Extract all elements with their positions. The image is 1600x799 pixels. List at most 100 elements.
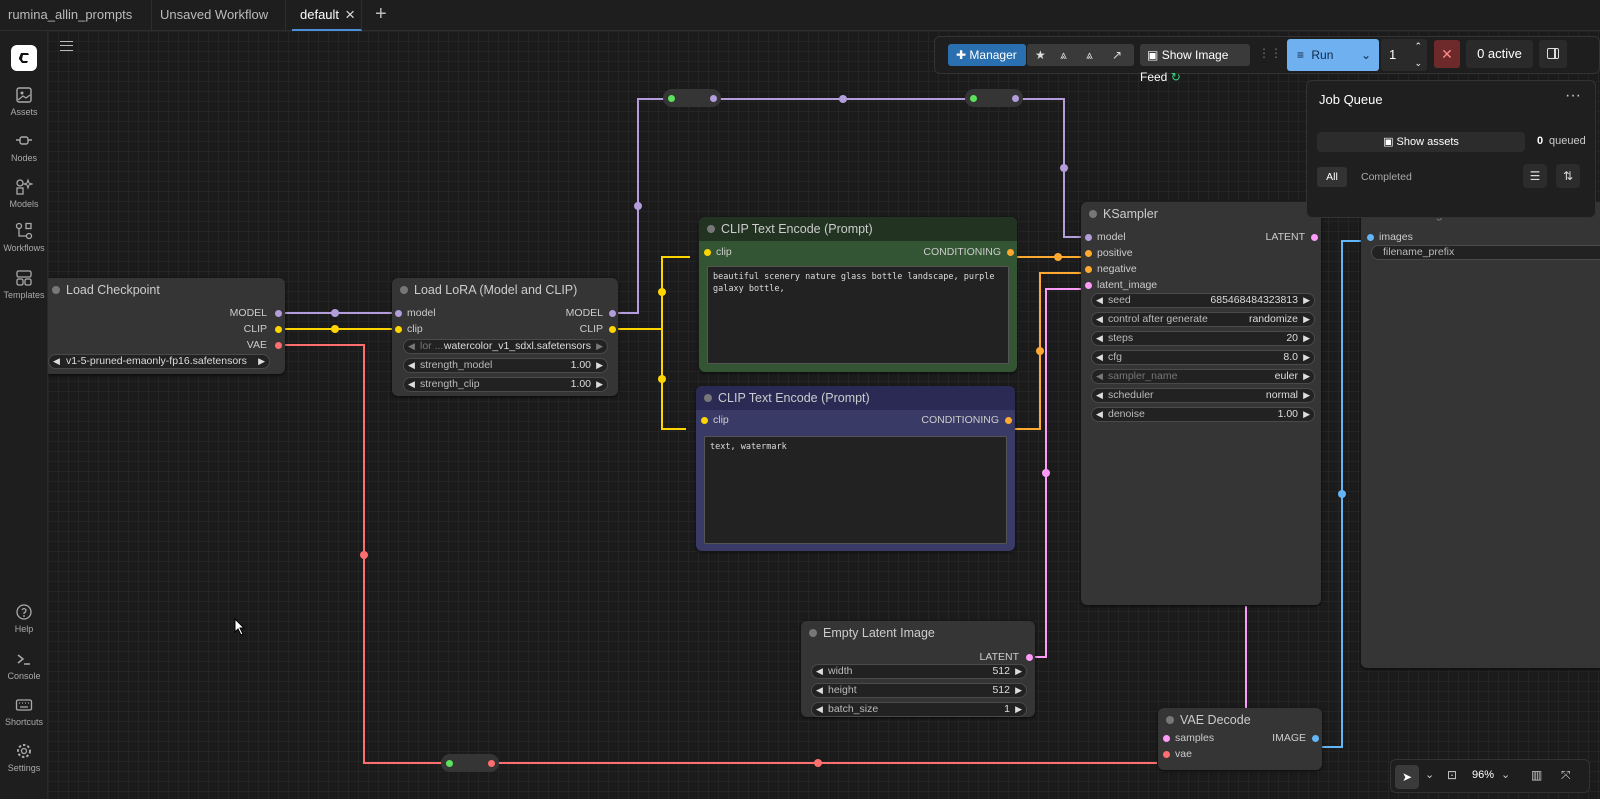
toggle-panel-button[interactable] [1539, 40, 1567, 68]
cancel-run-button[interactable]: ✕ [1434, 40, 1460, 68]
arrow-left-icon[interactable]: ◀ [1096, 371, 1103, 381]
arrow-left-icon[interactable]: ◀ [816, 666, 823, 676]
arrow-right-icon[interactable]: ▶ [1303, 352, 1310, 362]
node-ksampler[interactable]: KSampler model positive negative latent_… [1081, 202, 1321, 605]
output-model-slot[interactable] [275, 310, 282, 317]
arrow-left-icon[interactable]: ◀ [408, 341, 415, 351]
arrow-right-icon[interactable]: ▶ [1015, 685, 1022, 695]
node-load-lora[interactable]: Load LoRA (Model and CLIP) model clip MO… [392, 278, 618, 396]
strength-model-widget[interactable]: ◀ strength_model 1.00 ▶ [403, 358, 608, 373]
input-vae-slot[interactable] [1163, 751, 1170, 758]
chevron-down-icon[interactable]: ⌄ [1360, 48, 1371, 62]
input-samples-slot[interactable] [1163, 735, 1170, 742]
prompt-text-area[interactable]: text, watermark [704, 436, 1007, 544]
node-clip-text-encode-negative[interactable]: CLIP Text Encode (Prompt) clip CONDITION… [696, 386, 1015, 551]
output-conditioning-slot[interactable] [1005, 417, 1012, 424]
arrow-right-icon[interactable]: ▶ [1303, 390, 1310, 400]
node-vae-decode[interactable]: VAE Decode samples vae IMAGE [1158, 708, 1322, 770]
arrow-right-icon[interactable]: ▶ [1303, 333, 1310, 343]
arrow-right-icon[interactable]: ▶ [258, 356, 265, 366]
output-clip-slot[interactable] [275, 326, 282, 333]
sidebar-item-nodes[interactable]: Nodes [0, 132, 48, 163]
show-image-feed-button[interactable]: ▣ Show Image Feed ↻ [1140, 44, 1250, 84]
arrow-left-icon[interactable]: ◀ [1096, 333, 1103, 343]
prompt-text-area[interactable]: beautiful scenery nature glass bottle la… [707, 266, 1009, 364]
sidebar-item-models[interactable]: Models [0, 178, 48, 209]
increment-icon[interactable]: ⌃ [1414, 41, 1422, 51]
hide-links-icon[interactable]: ⤧ [1561, 768, 1571, 782]
canvas-menu-icon[interactable] [60, 41, 73, 51]
comfy-logo[interactable] [0, 45, 48, 71]
tab-unsaved-workflow[interactable]: Unsaved Workflow [152, 0, 286, 31]
arrow-right-icon[interactable]: ▶ [1303, 314, 1310, 324]
ckpt-name-combo[interactable]: ◀ v1-5-pruned-emaonly-fp16.safetensors ▶ [48, 354, 270, 369]
filter-completed-tab[interactable]: Completed [1361, 171, 1412, 183]
arrow-left-icon[interactable]: ◀ [816, 704, 823, 714]
sidebar-item-templates[interactable]: Templates [0, 269, 48, 300]
zoom-level[interactable]: 96% [1472, 769, 1495, 781]
arrow-left-icon[interactable]: ◀ [816, 685, 823, 695]
tab-default[interactable]: default× [292, 0, 362, 31]
close-icon[interactable]: × [345, 5, 355, 24]
reroute-node[interactable] [663, 89, 721, 107]
show-assets-button[interactable]: ▣ Show assets [1317, 132, 1525, 152]
arrow-right-icon[interactable]: ▶ [1015, 704, 1022, 714]
arrow-right-icon[interactable]: ▶ [1015, 666, 1022, 676]
batch-count-input[interactable]: 1 ⌃ ⌄ [1381, 39, 1427, 71]
output-latent-slot[interactable] [1311, 234, 1318, 241]
sidebar-item-console[interactable]: Console [0, 650, 48, 681]
manager-button[interactable]: ✚ Manager [948, 44, 1026, 66]
node-load-checkpoint[interactable]: Load Checkpoint MODEL CLIP VAE ◀ v1-5-pr… [48, 278, 285, 374]
node-save-image[interactable]: Save Image images filename_prefix [1361, 202, 1600, 668]
output-vae-slot[interactable] [275, 342, 282, 349]
arrow-right-icon[interactable]: ▶ [596, 360, 603, 370]
strength-clip-widget[interactable]: ◀ strength_clip 1.00 ▶ [403, 377, 608, 392]
reroute-node[interactable] [441, 754, 499, 772]
output-latent-slot[interactable] [1026, 654, 1033, 661]
arrow-right-icon[interactable]: ▶ [1303, 295, 1310, 305]
arrow-right-icon[interactable]: ▶ [596, 379, 603, 389]
minimap-icon[interactable]: ▥ [1531, 768, 1543, 782]
output-image-slot[interactable] [1312, 735, 1319, 742]
chevron-down-icon[interactable]: ⌄ [1501, 769, 1511, 781]
node-clip-text-encode-positive[interactable]: CLIP Text Encode (Prompt) clip CONDITION… [699, 217, 1017, 372]
input-images-slot[interactable] [1367, 234, 1374, 241]
input-positive-slot[interactable] [1085, 250, 1092, 257]
filter-button[interactable]: ☰ [1523, 164, 1547, 188]
drag-handle-icon[interactable]: ⋮⋮ [1258, 46, 1282, 60]
input-clip-slot[interactable] [704, 249, 711, 256]
sidebar-item-help[interactable]: Help [0, 603, 48, 634]
filter-all-tab[interactable]: All [1317, 167, 1347, 187]
output-model-slot[interactable] [609, 310, 616, 317]
sidebar-item-shortcuts[interactable]: Shortcuts [0, 696, 48, 727]
arrow-left-icon[interactable]: ◀ [53, 356, 60, 366]
input-latent-slot[interactable] [1085, 282, 1092, 289]
input-clip-slot[interactable] [395, 326, 402, 333]
tab-rumina-allin-prompts[interactable]: rumina_allin_prompts [0, 0, 152, 31]
reroute-node[interactable] [965, 89, 1023, 107]
lab-icon[interactable]: ⩓ [1060, 48, 1067, 62]
arrow-right-icon[interactable]: ▶ [596, 341, 603, 351]
add-tab-icon[interactable]: + [375, 3, 387, 25]
arrow-left-icon[interactable]: ◀ [1096, 314, 1103, 324]
share-icon[interactable]: ↗ [1112, 48, 1123, 62]
arrow-left-icon[interactable]: ◀ [1096, 409, 1103, 419]
decrement-icon[interactable]: ⌄ [1414, 58, 1422, 68]
sort-button[interactable]: ⇅ [1556, 164, 1580, 188]
lora-name-combo[interactable]: ◀ lor ... watercolor_v1_sdxl.safetensors… [403, 339, 608, 354]
arrow-left-icon[interactable]: ◀ [1096, 295, 1103, 305]
sidebar-item-workflows[interactable]: Workflows [0, 222, 48, 253]
star-icon[interactable]: ★ [1035, 48, 1046, 62]
more-options-icon[interactable]: ··· [1565, 87, 1581, 104]
output-conditioning-slot[interactable] [1007, 249, 1014, 256]
